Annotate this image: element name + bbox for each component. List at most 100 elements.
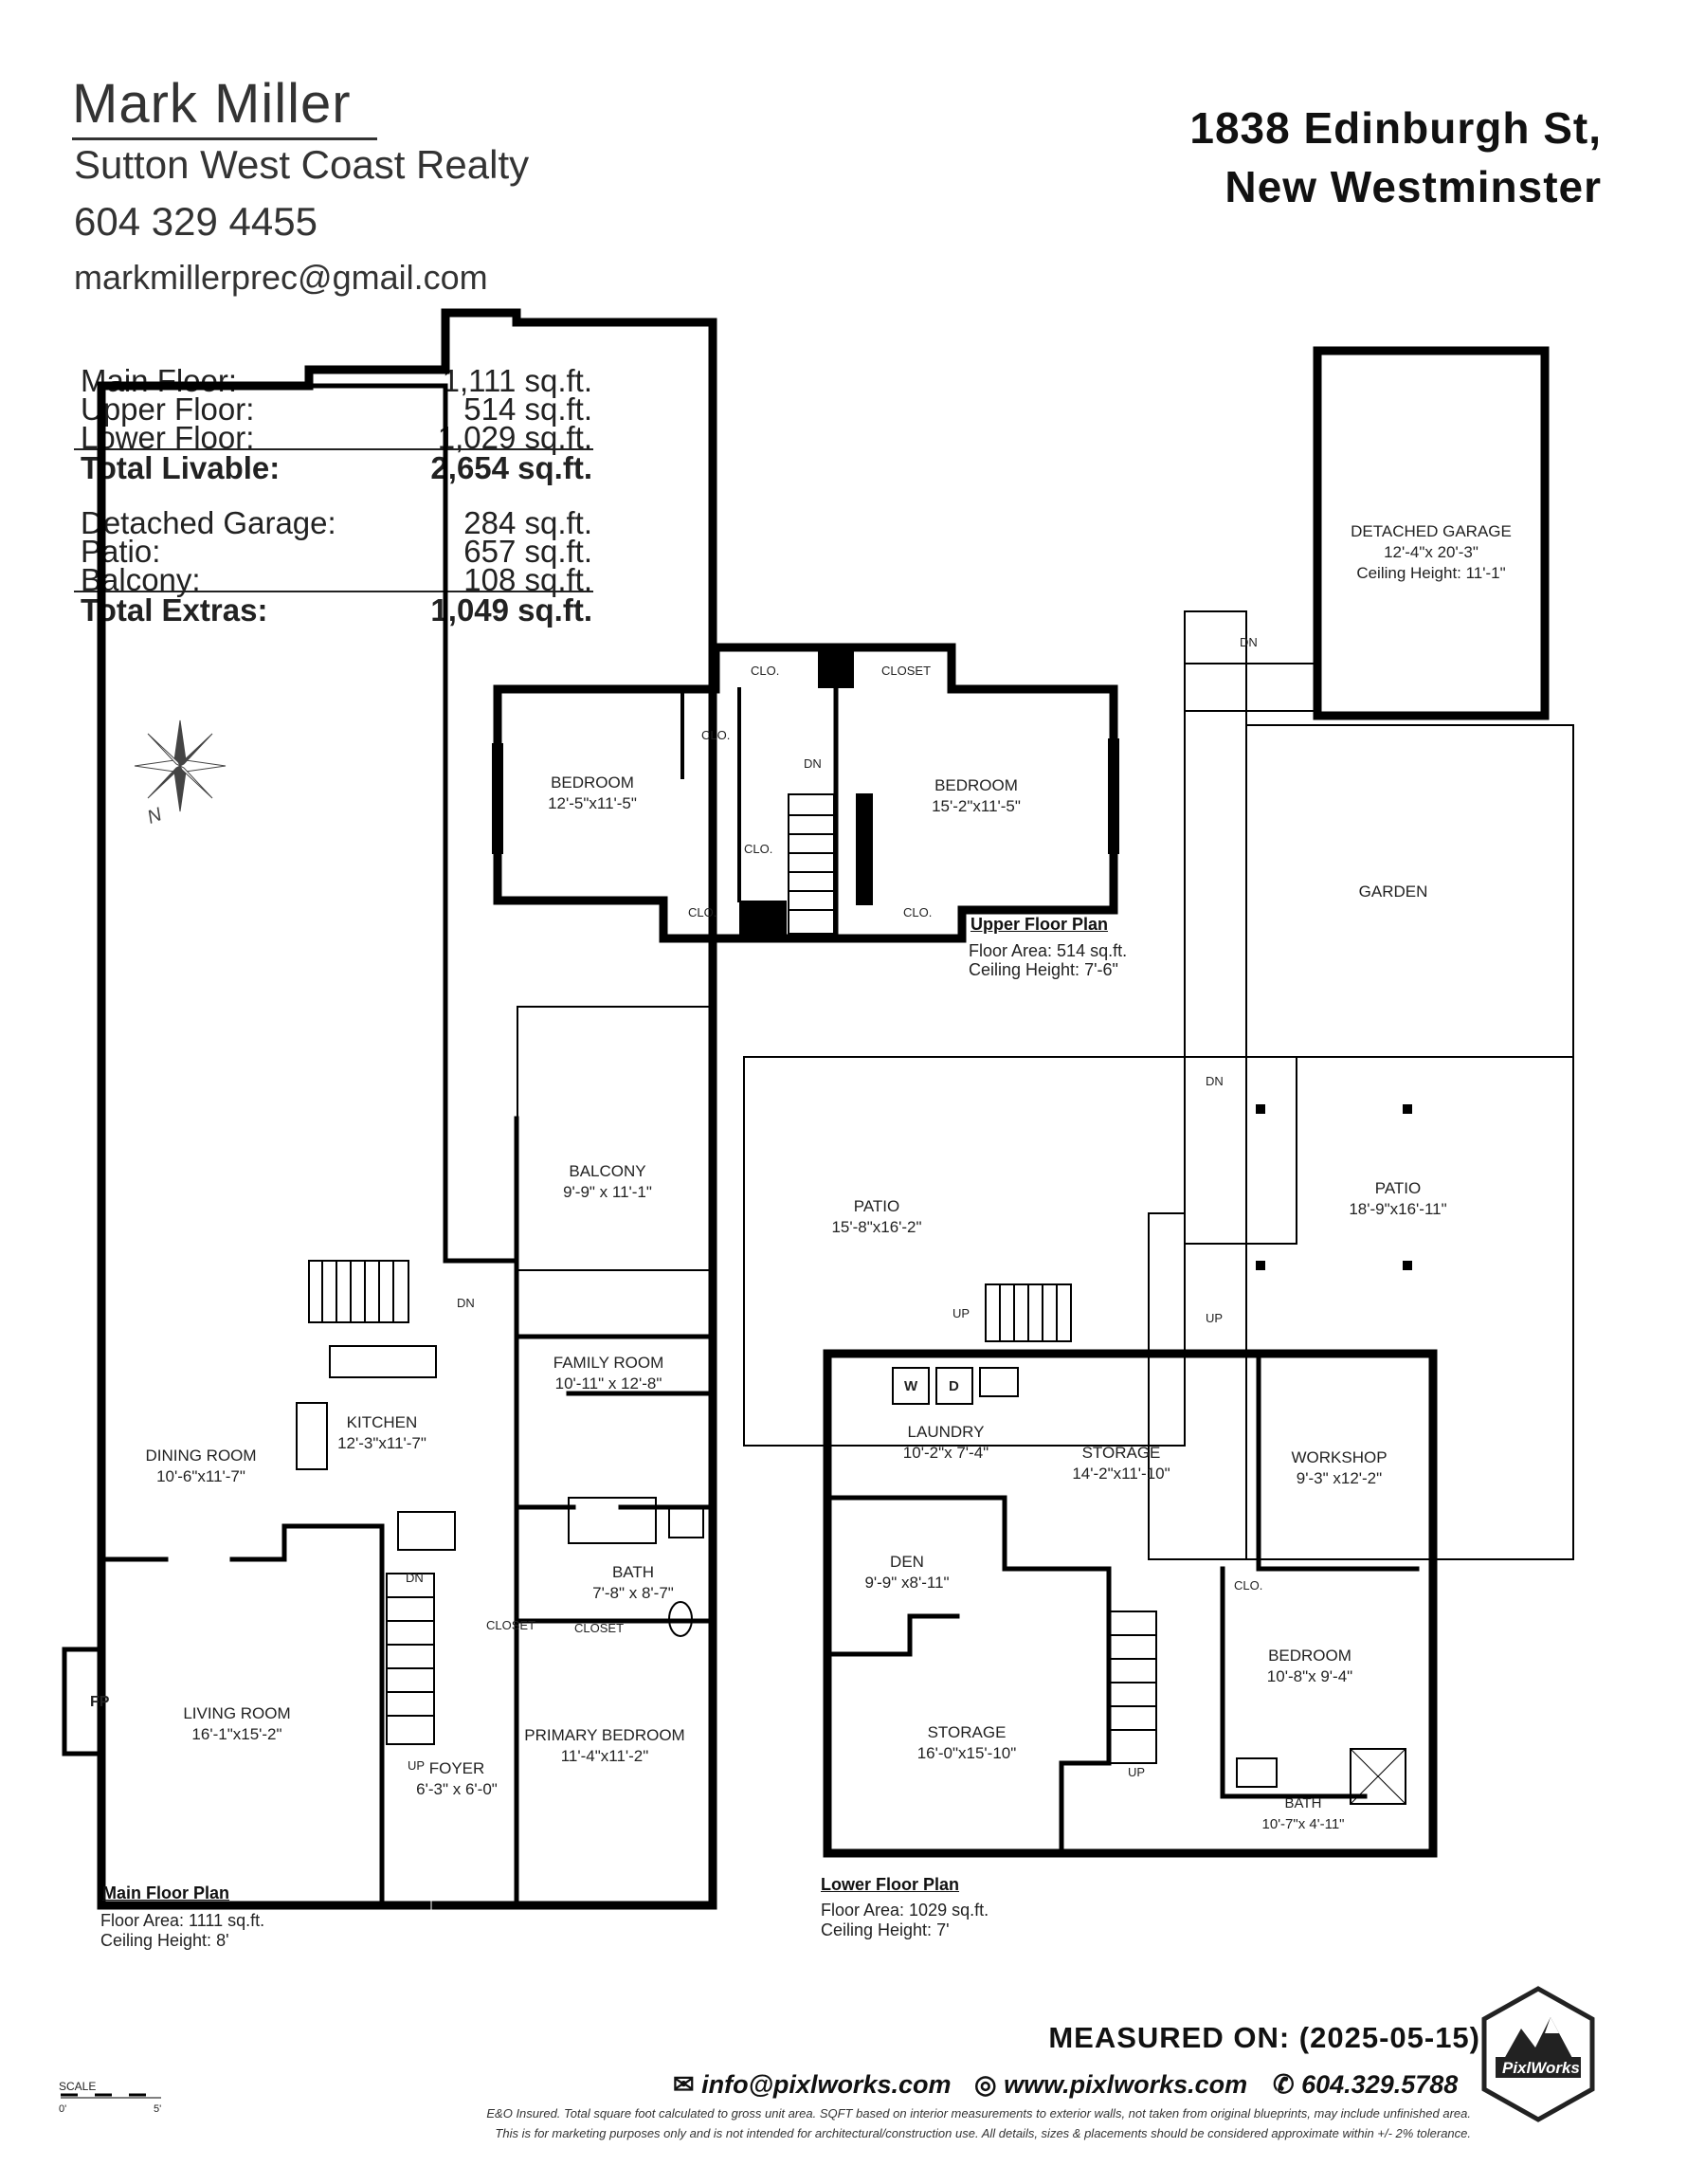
room-name: LAUNDRY xyxy=(907,1423,985,1441)
agent-email: markmillerprec@gmail.com xyxy=(74,258,488,297)
upper-closet-label: CLO. xyxy=(701,728,731,742)
room-name: FOYER xyxy=(428,1759,485,1777)
room-name: STORAGE xyxy=(927,1723,1007,1741)
main-plan-area: Floor Area: 1111 sq.ft. xyxy=(100,1911,265,1930)
property-address-line1: 1838 Edinburgh St, xyxy=(1189,103,1602,153)
room-name: DINING ROOM xyxy=(145,1447,257,1465)
room-name: BEDROOM xyxy=(934,776,1018,794)
area-total-value: 1,049 sq.ft. xyxy=(430,592,592,628)
room-dims: 10'-7"x 4'-11" xyxy=(1261,1816,1345,1832)
area-divider xyxy=(74,448,593,450)
patio-stairs-up-label: UP xyxy=(1206,1311,1224,1325)
garden-label: GARDEN xyxy=(1359,882,1428,902)
footer-website: ◎ www.pixlworks.com xyxy=(974,2070,1247,2100)
room-dims: 7'-8" x 8'-7" xyxy=(592,1584,674,1602)
room-dims: 10'-2"x 7'-4" xyxy=(902,1444,989,1462)
laundry-label: LAUNDRY 10'-2"x 7'-4" xyxy=(903,1422,989,1464)
room-dims: 16'-0"x15'-10" xyxy=(916,1744,1017,1762)
room-dims: 18'-9"x16'-11" xyxy=(1349,1200,1447,1218)
room-dims: 9'-9" x8'-11" xyxy=(864,1574,950,1592)
area-total-row: Total Livable: 2,654 sq.ft. xyxy=(81,450,592,485)
lower-stairs xyxy=(985,1283,1157,1764)
lower-closet-label: CLO. xyxy=(1234,1578,1263,1592)
area-total-label: Total Livable: xyxy=(81,450,281,485)
fireplace-label: FP xyxy=(90,1694,110,1710)
upper-plan-ceiling: Ceiling Height: 7'-6" xyxy=(969,960,1118,979)
room-name: FAMILY ROOM xyxy=(553,1354,664,1372)
room-ceiling: Ceiling Height: 11'-1" xyxy=(1356,564,1506,582)
upper-closet-label: CLO. xyxy=(903,905,933,919)
foyer-label: FOYER 6'-3" x 6'-0" xyxy=(416,1758,498,1800)
upper-bedroom-1-label: BEDROOM 12'-5"x11'-5" xyxy=(548,773,637,814)
garden-stairs-dn-label: DN xyxy=(1206,1074,1224,1088)
measured-on-date: MEASURED ON: (2025-05-15) xyxy=(1048,2021,1480,2054)
main-stairs-dn-label: DN xyxy=(457,1296,475,1310)
area-row: Main Floor:1,111 sq.ft. xyxy=(81,363,592,398)
room-dims: 9'-9" x 11'-1" xyxy=(563,1183,652,1201)
area-total-value: 2,654 sq.ft. xyxy=(430,450,592,485)
disclaimer-line2: This is for marketing purposes only and … xyxy=(495,2126,1471,2140)
main-stairs xyxy=(308,1260,435,1745)
property-address-line2: New Westminster xyxy=(1224,162,1602,211)
room-name: BALCONY xyxy=(569,1162,646,1180)
room-dims: 11'-4"x11'-2" xyxy=(560,1747,649,1765)
room-dims: 15'-2"x11'-5" xyxy=(932,797,1021,815)
footer-website-text: www.pixlworks.com xyxy=(1004,2070,1248,2099)
lower-garage-walls xyxy=(1313,346,1550,720)
area-row: Upper Floor:514 sq.ft. xyxy=(81,391,592,427)
globe-icon: ◎ xyxy=(974,2070,1005,2099)
upper-closet-label: CLOSET xyxy=(881,664,932,678)
footer-email-text: info@pixlworks.com xyxy=(701,2070,952,2099)
area-value: 657 sq.ft. xyxy=(463,534,592,569)
main-closet-label: CLOSET xyxy=(574,1621,625,1635)
room-dims: 10'-11" x 12'-8" xyxy=(554,1374,662,1392)
dryer-label: D xyxy=(949,1378,959,1394)
room-name: KITCHEN xyxy=(346,1413,418,1431)
lower-stairs-up-label: UP xyxy=(1128,1765,1146,1779)
agent-company: Sutton West Coast Realty xyxy=(74,142,530,187)
lower-plan-ceiling: Ceiling Height: 7' xyxy=(821,1920,950,1939)
room-name: LIVING ROOM xyxy=(183,1704,291,1722)
room-dims: 10'-8"x 9'-4" xyxy=(1266,1667,1353,1685)
email-icon: ✉ xyxy=(673,2070,702,2099)
upper-stairs-dn-label: DN xyxy=(804,756,822,771)
room-dims: 12'-5"x11'-5" xyxy=(548,794,637,812)
area-row: Patio:657 sq.ft. xyxy=(81,534,592,569)
area-total-label: Total Extras: xyxy=(81,592,268,628)
agent-name-underline xyxy=(72,137,377,140)
room-dims: 6'-3" x 6'-0" xyxy=(416,1780,498,1798)
room-name: GARDEN xyxy=(1358,883,1428,901)
garage-stairs-dn-label: DN xyxy=(1240,635,1258,649)
washer-label: W xyxy=(904,1378,918,1394)
area-total-row: Total Extras: 1,049 sq.ft. xyxy=(81,592,592,628)
balcony-label: BALCONY 9'-9" x 11'-1" xyxy=(563,1161,652,1203)
upper-bedroom-2-label: BEDROOM 15'-2"x11'-5" xyxy=(932,775,1021,817)
upper-closet-label: CLO. xyxy=(688,905,717,919)
room-name: BEDROOM xyxy=(551,774,634,792)
main-plan-ceiling: Ceiling Height: 8' xyxy=(100,1931,229,1950)
lower-plan-title: Lower Floor Plan xyxy=(821,1875,960,1894)
agent-name: Mark Miller xyxy=(72,73,352,135)
scale-label: SCALE xyxy=(59,2080,97,2093)
upper-plan-area: Floor Area: 514 sq.ft. xyxy=(969,941,1128,960)
lower-outdoor-areas xyxy=(743,610,1574,1560)
upper-closet-label: CLO. xyxy=(744,842,773,856)
room-name: STORAGE xyxy=(1081,1444,1161,1462)
area-value: 514 sq.ft. xyxy=(463,391,592,427)
lower-floor-walls xyxy=(823,1349,1438,1858)
footer-phone: ✆ 604.329.5788 xyxy=(1273,2070,1458,2100)
room-dims: 15'-8"x16'-2" xyxy=(831,1218,922,1236)
area-row: Detached Garage:284 sq.ft. xyxy=(81,505,592,540)
room-dims: 9'-3" x12'-2" xyxy=(1296,1469,1383,1487)
main-stairs-dn-label: DN xyxy=(406,1571,424,1585)
room-name: BEDROOM xyxy=(1268,1647,1351,1665)
